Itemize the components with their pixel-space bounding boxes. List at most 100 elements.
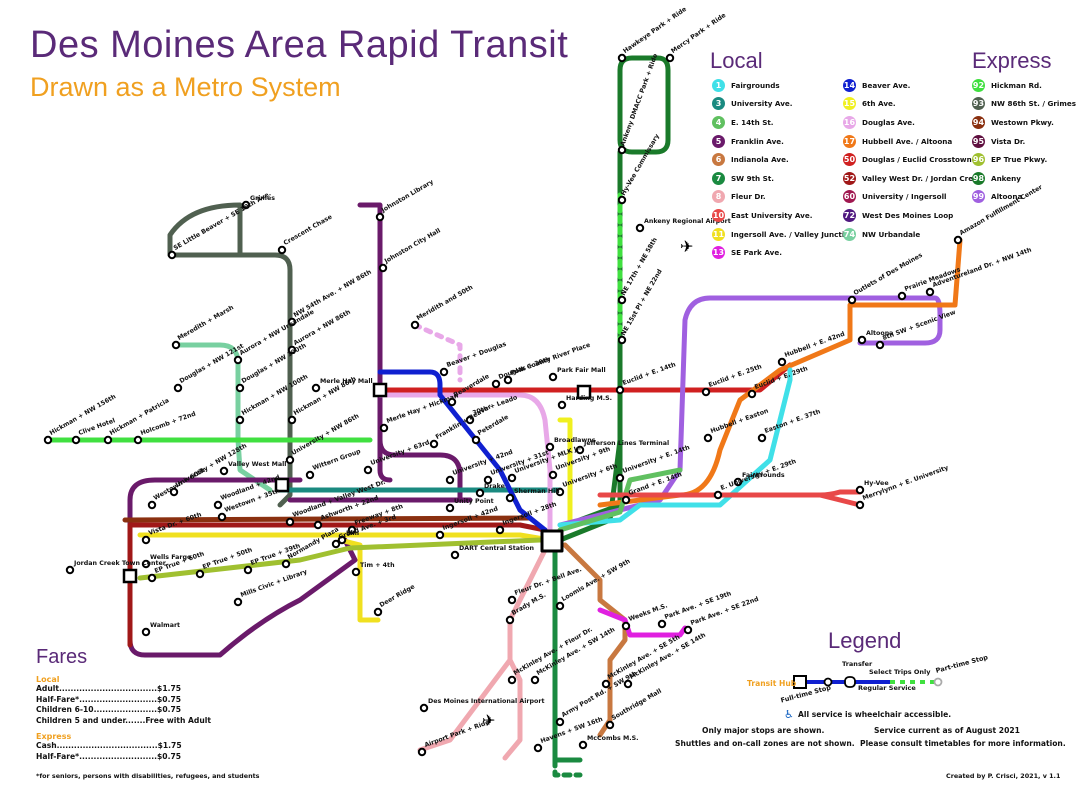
stop-dot — [363, 465, 373, 475]
dart-central-station-hub — [540, 529, 564, 553]
stop-dot — [287, 345, 297, 355]
airport-icons: ✈ ✈ — [482, 237, 693, 730]
route-name: Westown Pkwy. — [991, 117, 1054, 127]
route-name: Beaver Ave. — [862, 80, 911, 90]
route-74-line — [172, 342, 273, 493]
route-14-line — [377, 369, 548, 533]
route-name: Ingersoll Ave. / Valley Junction — [731, 229, 855, 239]
route-52-line — [127, 522, 548, 578]
route-96-line — [137, 537, 543, 581]
stop-dot — [347, 525, 357, 535]
stop-dot — [167, 250, 177, 260]
route-badge: 99 — [972, 190, 985, 204]
stop-label: Park Fair Mall — [557, 367, 606, 374]
stop-dot — [410, 320, 420, 330]
route-15-line — [557, 417, 573, 523]
route-name: Vista Dr. — [991, 136, 1026, 146]
route-badge: 5 — [712, 134, 725, 148]
route-name: Franklin Ave. — [731, 136, 784, 146]
route-legend-item: 96 EP True Pkwy. — [972, 150, 1076, 169]
route-name: West Des Moines Loop — [862, 210, 954, 220]
stop-dot — [555, 487, 565, 497]
stop-dot — [233, 597, 243, 607]
stop-label: Valley West Mall — [228, 461, 287, 468]
route-badge: 96 — [972, 153, 985, 167]
fare-row: Half-Fare*...........................$0.… — [36, 751, 182, 761]
fares-local-label: Local — [36, 675, 60, 684]
stop-dot — [331, 539, 341, 549]
stop-dot — [575, 445, 585, 455]
route-name: Hubbell Ave. / Altoona — [862, 136, 953, 146]
stop-dot — [439, 367, 449, 377]
route-name: University Ave. — [731, 99, 793, 109]
legend-accessibility: All service is wheelchair accessible. — [798, 710, 952, 719]
route-name: University / Ingersoll — [862, 192, 947, 202]
stop-dot — [505, 493, 515, 503]
stop-dot — [241, 200, 251, 210]
fares-express-rows: Cash...................................$… — [36, 741, 276, 762]
stop-dot — [617, 145, 627, 155]
route-1-line — [557, 367, 793, 528]
stop-dot — [169, 487, 179, 497]
route-badge: 8 — [712, 190, 725, 204]
stop-dot — [435, 530, 445, 540]
route-badge: 10 — [712, 208, 725, 222]
stop-dot — [337, 535, 347, 545]
route-name: Hickman Rd. — [991, 80, 1042, 90]
fares-local-rows: Adult..................................$… — [36, 684, 276, 726]
stop-dot — [505, 615, 515, 625]
stop-label: Merle Hay Mall — [320, 378, 373, 385]
route-badge: 6 — [712, 153, 725, 167]
stop-dot — [703, 433, 713, 443]
stop-label: Grimes — [250, 195, 276, 202]
fares-heading: Fares — [36, 646, 88, 668]
route-name: Fairgrounds — [731, 80, 780, 90]
route-legend-item: 99 Altoona — [972, 188, 1076, 207]
legend-transfer: Transfer — [842, 660, 873, 668]
route-name: EP True Pkwy. — [991, 155, 1048, 165]
stop-dot — [555, 601, 565, 611]
route-10-line — [817, 492, 863, 508]
fare-row: Cash...................................$… — [36, 741, 182, 750]
stop-dot — [475, 488, 485, 498]
route-badge: 92 — [972, 78, 985, 92]
route-badge: 13 — [712, 246, 725, 260]
stop-dot — [657, 619, 667, 629]
stop-dot — [665, 53, 675, 63]
route-7-line — [552, 757, 583, 778]
stop-dot — [373, 607, 383, 617]
route-badge: 50 — [843, 153, 856, 167]
stop-label: Drake — [484, 483, 505, 490]
route-5-line — [377, 437, 393, 483]
map-title: Des Moines Area Rapid Transit — [30, 24, 569, 66]
route-name: Altoona — [991, 192, 1023, 202]
stop-label: Tim + 4th — [360, 562, 395, 569]
local-heading: Local — [710, 48, 763, 73]
stop-label: Wells Fargo — [150, 554, 192, 561]
route-badge: 14 — [843, 78, 856, 92]
stop-dot — [419, 703, 429, 713]
stop-dot — [548, 470, 558, 480]
stop-dot — [287, 317, 297, 327]
stop-dot — [855, 500, 865, 510]
stop-dot — [71, 435, 81, 445]
stop-label: Unity Point — [454, 498, 494, 505]
stop-label: Sherman Hill — [514, 488, 560, 495]
stop-dot — [351, 567, 361, 577]
route-name: Valley West Dr. / Jordan Creek — [862, 173, 983, 183]
stop-dot — [483, 475, 493, 485]
transfer-hubs — [122, 382, 592, 584]
stop-dot — [855, 485, 865, 495]
stop-label: Des Moines International Airport — [428, 698, 545, 705]
stop-dot — [147, 573, 157, 583]
route-name: Ankeny — [991, 173, 1021, 183]
